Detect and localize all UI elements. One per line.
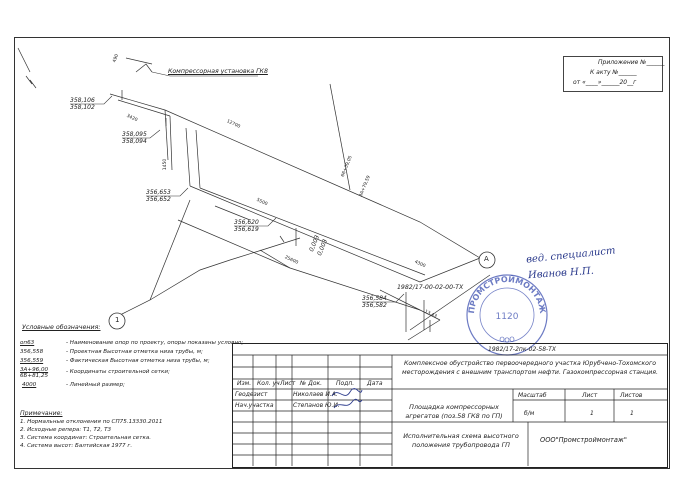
tb-sheet-value: 1 <box>590 410 594 417</box>
stamp-top-text: ПРОМСТРОЙМОНТАЖ <box>467 273 547 314</box>
tb-site-title: Площадка компрессорных агрегатов (поз.58… <box>405 403 503 420</box>
tb-sheets-label: Листов <box>620 392 643 399</box>
appendix-line-2: К акту №______ <box>590 69 637 76</box>
tb-scale-label: Масштаб <box>518 392 547 399</box>
elevation-5-top: 356,584 <box>362 295 387 302</box>
legend-sym-1a: оп63 <box>20 340 35 346</box>
tb-name-2: Степанов Ю.И. <box>293 402 340 409</box>
elevation-1-top: 358,106 <box>70 97 95 104</box>
legend-sym-3a: 356,559 <box>20 358 44 364</box>
title-block <box>232 343 668 468</box>
notes-title: Примечание: <box>20 410 63 417</box>
svg-text:ПРОМСТРОЙМОНТАЖ: ПРОМСТРОЙМОНТАЖ <box>467 273 547 314</box>
stamp-center-text: 1120 <box>496 312 519 322</box>
tb-col-date: Дата <box>367 380 383 387</box>
elevation-2-top: 358,095 <box>122 131 147 138</box>
note-2: 2. Исходные репера: Т1, Т2, Т3 <box>20 427 112 433</box>
svg-text:ООО: ООО <box>499 335 516 344</box>
axis-a-label: А <box>484 255 489 263</box>
tb-col-sign: Подп. <box>336 380 355 387</box>
legend-text-2: - Проектная Высотная отметка низа трубы,… <box>66 349 203 355</box>
legend-sym-4a: 3А+96,00 <box>20 367 49 373</box>
legend-text-4: - Координаты строительной сетки; <box>66 369 170 375</box>
tb-role-2: Нач.участка <box>235 402 274 409</box>
appendix-line-1: Приложение №______ <box>598 59 665 66</box>
elevation-2-bottom: 358,094 <box>122 138 147 145</box>
tb-sheets-value: 1 <box>630 410 634 417</box>
tb-role-1: Геодезист <box>235 391 268 398</box>
note-1: 1. Нормальные отклонения по СП75.13330.2… <box>20 419 163 425</box>
tb-col-kol: Кол. уч <box>257 380 280 387</box>
unit-label: Компрессорная установка ГК8 <box>168 68 268 75</box>
tb-name-1: Николаев И.А. <box>293 391 338 398</box>
stamp-bottom-text: ООО <box>499 335 516 344</box>
legend-text-5: - Линейный размер; <box>66 382 125 388</box>
tb-scheme-title: Исполнительная схема высотного положения… <box>403 432 519 449</box>
legend-sym-5a: 4000 <box>22 382 37 388</box>
tb-sheet-label: Лист <box>582 392 598 399</box>
appendix-box <box>563 56 663 92</box>
signature-marks <box>331 388 363 409</box>
elevation-4-bottom: 356,619 <box>234 226 259 233</box>
tb-col-izm: Изм. <box>237 380 252 387</box>
note-4: 4. Система высот: Балтийская 1977 г. <box>20 443 133 449</box>
legend-title: Условные обозначения: <box>22 324 101 331</box>
tb-object: Комплексное обустройство первоочередного… <box>402 360 658 376</box>
axis-1-label: 1 <box>115 316 120 324</box>
legend-sym-4b: 6Б+81,25 <box>20 373 49 379</box>
elevation-4-top: 356,620 <box>234 219 259 226</box>
tb-col-doc: № Док. <box>300 380 323 387</box>
tb-company: ООО"Промстроймонтаж" <box>540 436 627 444</box>
dim-1450: 1450 <box>163 158 169 171</box>
legend-text-3: - Фактическая Высотная отметка низа труб… <box>66 358 210 364</box>
elevation-1-bottom: 358,102 <box>70 104 95 111</box>
elevation-3-bottom: 356,652 <box>146 196 171 203</box>
legend-sym-2a: 356,558 <box>20 349 44 355</box>
tb-scale-value: б/м <box>524 410 535 417</box>
elevation-3-top: 356,653 <box>146 189 171 196</box>
appendix-line-3: от «____»______20__г <box>573 79 637 86</box>
tb-col-list: Лист <box>280 380 296 387</box>
legend-text-1: - Наименование опор по проекту, опоры по… <box>66 340 244 346</box>
sheet-frame <box>14 37 670 469</box>
title-block-grid <box>232 354 668 466</box>
drawing-code: 1982/17-00-02-00-ТХ <box>397 284 464 291</box>
tb-code: 1982/17-2пк-02-58-ТХ <box>488 346 556 353</box>
note-3: 3. Система координат: Строительная сетка… <box>20 435 152 441</box>
elevation-5-bottom: 356,582 <box>362 302 387 309</box>
